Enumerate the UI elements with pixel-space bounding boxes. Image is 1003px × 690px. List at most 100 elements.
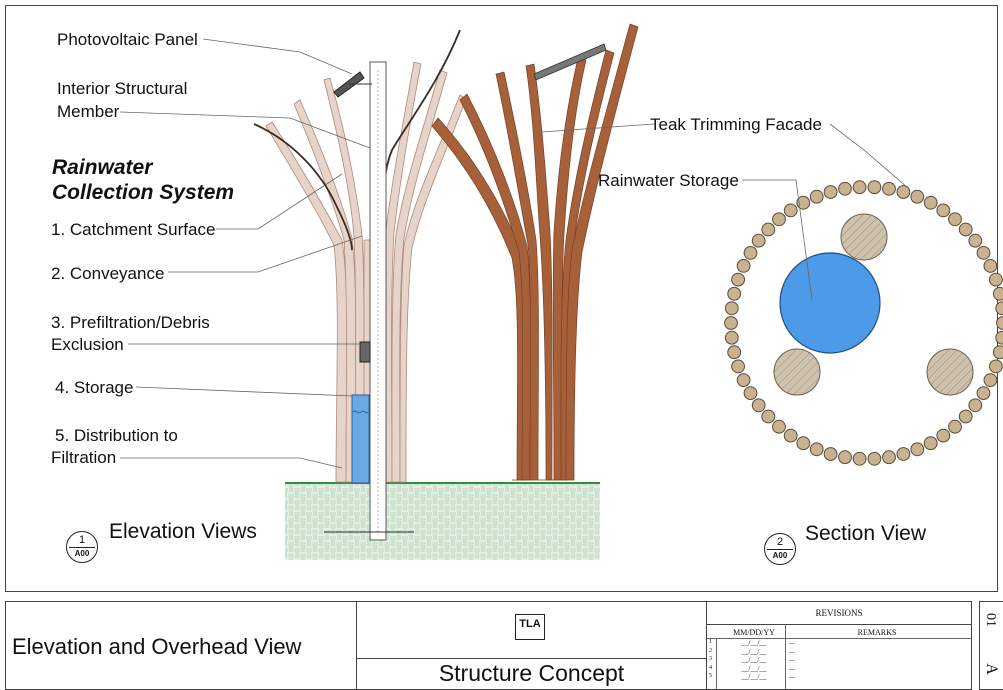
facade-member [936, 203, 951, 218]
titleblock-project-cell: TLA Structure Concept [356, 601, 707, 690]
col-rule-num [716, 638, 717, 690]
storage-tank [351, 394, 370, 484]
revision-date: __/__/__ [741, 664, 767, 673]
sheet-number: 01 [983, 613, 998, 627]
leader-teak [541, 123, 655, 133]
view-sheet-section: A00 [772, 551, 788, 560]
sheet-number-cell: 01 A [979, 601, 1003, 690]
section-facade-ring [724, 180, 1003, 466]
col-rule-date [785, 624, 786, 690]
facade-member [992, 286, 1003, 301]
label-interior-member-2: Member [57, 102, 120, 121]
col-header-remarks: REMARKS [857, 628, 897, 637]
facade-member [896, 185, 911, 199]
photovoltaic-panel-right [533, 43, 607, 81]
system-title-line-2: Collection System [52, 181, 235, 204]
facade-member [724, 330, 739, 345]
view-number-elevation: 1 [78, 534, 86, 546]
facade-member [896, 447, 911, 461]
leader-lines-left [119, 38, 371, 469]
view-bubble-elevation: 1 A00 [66, 531, 98, 563]
facade-member [731, 359, 745, 374]
view-bubble-section: 2 A00 [764, 533, 796, 565]
facade-member [727, 286, 742, 301]
facade-member [736, 373, 751, 388]
label-rainwater-storage: Rainwater Storage [598, 171, 739, 190]
label-interior-member-1: Interior Structural [57, 79, 188, 98]
facade-member [823, 185, 838, 199]
facade-member [736, 259, 751, 273]
facade-member [910, 189, 925, 204]
tla-logo: TLA [515, 614, 545, 640]
view-number-section: 2 [776, 536, 784, 548]
system-title-line-1: Rainwater [52, 156, 153, 179]
col-header-date: MM/DD/YY [733, 628, 775, 637]
facade-member [923, 436, 938, 451]
revision-date: __/__/__ [741, 647, 767, 656]
facade-member [976, 246, 991, 260]
facade-member [772, 212, 786, 227]
label-prefiltration-1: 3. Prefiltration/Debris [51, 313, 210, 332]
facade-member [989, 359, 1003, 374]
sheet-letter: A [982, 663, 1000, 675]
label-distribution-2: Filtration [51, 448, 117, 467]
facade-member [923, 195, 938, 210]
label-prefiltration-2: Exclusion [51, 335, 124, 354]
facade-member [936, 428, 951, 443]
label-distribution-1: 5. Distribution to [55, 426, 178, 445]
facade-member [743, 246, 758, 260]
facade-member [995, 301, 1003, 316]
facade-member [838, 450, 852, 465]
section-columns [773, 213, 974, 396]
project-name: Structure Concept [438, 660, 625, 686]
ground-section-left [285, 482, 600, 560]
revision-number: 1 [709, 639, 712, 645]
facade-member [724, 316, 738, 330]
facade-member [838, 181, 852, 196]
facade-member [867, 180, 882, 195]
facade-member [761, 222, 776, 237]
revision-number: 5 [709, 673, 712, 680]
elevation-structure-left [265, 61, 467, 483]
facade-member [867, 451, 882, 466]
facade-member [992, 345, 1003, 360]
facade-member [751, 233, 766, 248]
view-title-section: Section View [805, 522, 927, 545]
header-rule [707, 638, 971, 639]
facade-member [761, 409, 776, 424]
leader-lines-right [742, 123, 909, 301]
facade-member [910, 442, 925, 457]
facade-member [976, 386, 991, 401]
facade-member [968, 398, 983, 413]
revision-remark: ... [789, 671, 795, 681]
facade-member [983, 373, 998, 388]
facade-member [783, 203, 798, 218]
facade-member [724, 301, 739, 316]
facade-member [989, 272, 1003, 287]
label-teak-facade: Teak Trimming Facade [650, 115, 822, 134]
facade-member [995, 330, 1003, 345]
label-photovoltaic-panel: Photovoltaic Panel [57, 30, 198, 49]
facade-member [983, 259, 998, 273]
revisions-header: REVISIONS [815, 608, 863, 618]
label-storage: 4. Storage [55, 378, 134, 397]
label-conveyance: 2. Conveyance [51, 264, 165, 283]
facade-member [823, 447, 838, 461]
facade-member [958, 409, 973, 424]
revision-number: 3 [709, 656, 712, 663]
facade-member [996, 316, 1003, 330]
view-sheet-elevation: A00 [74, 549, 90, 558]
revision-date: __/__/__ [741, 656, 767, 665]
facade-member [809, 442, 824, 457]
titleblock-drawing-title-cell: Elevation and Overhead View [5, 601, 357, 690]
facade-member [731, 272, 745, 287]
revision-number: 4 [709, 664, 712, 671]
facade-member [743, 386, 758, 401]
facade-member [772, 419, 786, 434]
label-catchment-surface: 1. Catchment Surface [51, 220, 216, 239]
facade-member [727, 345, 742, 360]
facade-member [796, 195, 811, 210]
facade-member [958, 222, 973, 237]
facade-member [783, 428, 798, 443]
